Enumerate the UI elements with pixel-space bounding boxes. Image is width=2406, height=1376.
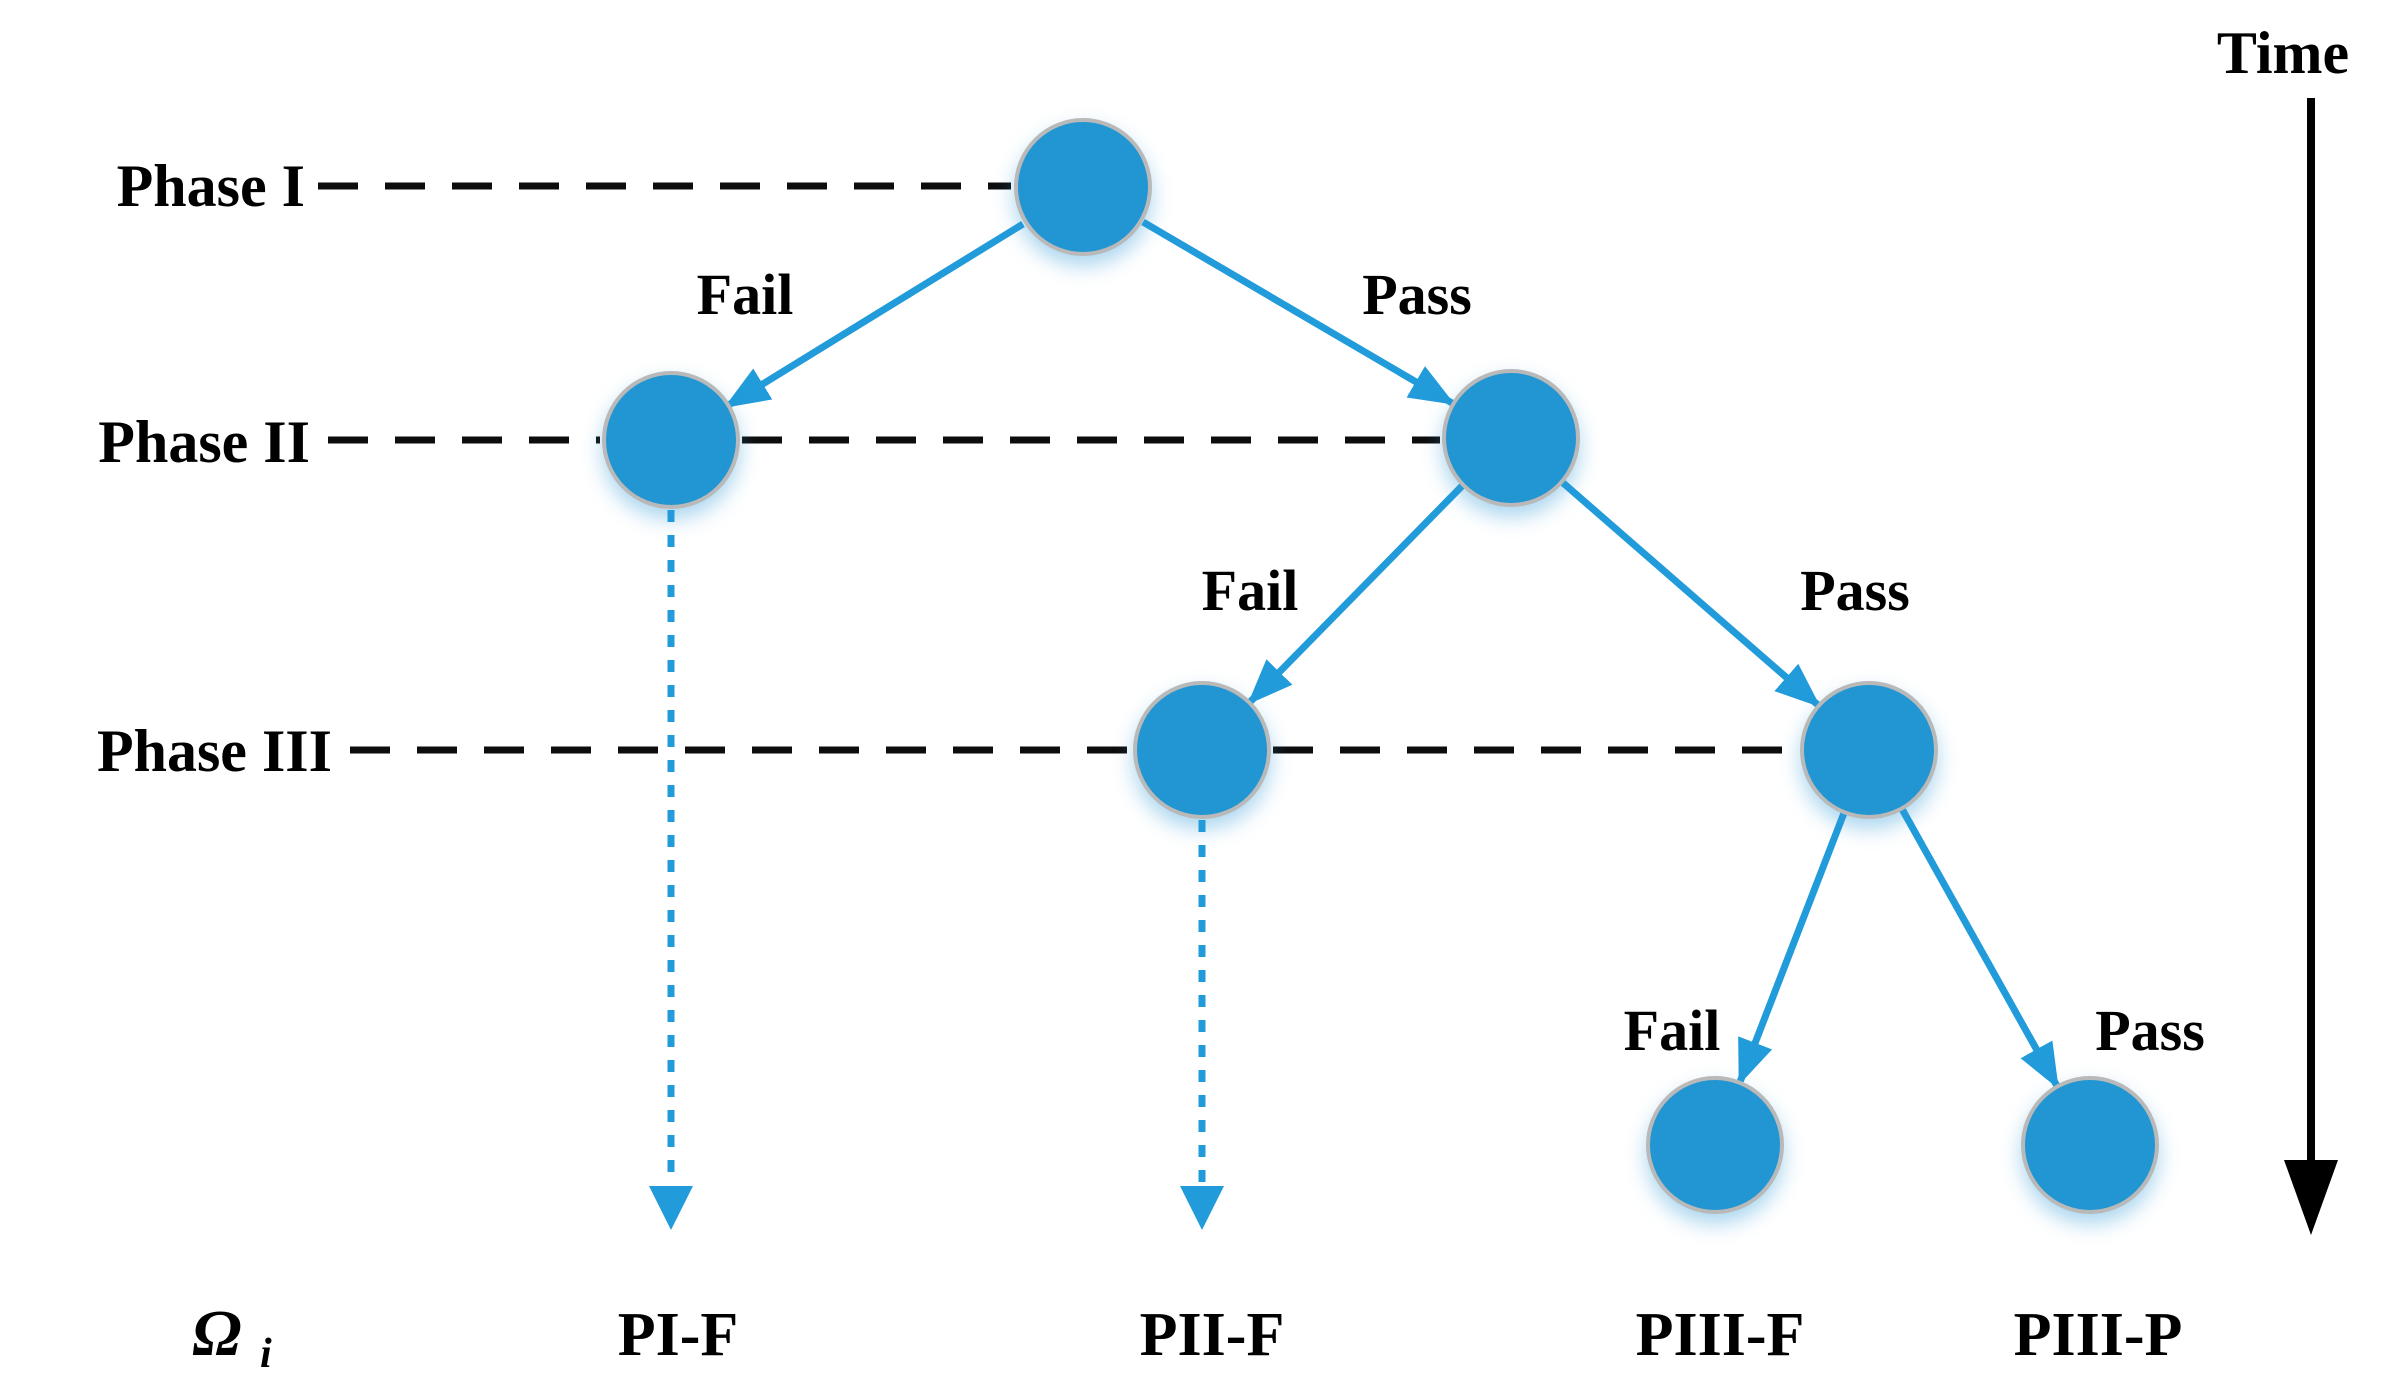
- branch-label-phase3-pass: Pass: [2095, 998, 2205, 1063]
- phase3-pass-node: [1800, 681, 1938, 819]
- phase2-pass-node: [1442, 369, 1580, 507]
- branch-label-phase3-fail: Fail: [1624, 998, 1721, 1063]
- leaf-pass-node: [2021, 1076, 2159, 1214]
- outcome-label-piii-p: PIII-P: [2014, 1301, 2183, 1369]
- time-axis-arrowhead: [2284, 1160, 2338, 1235]
- phase2-fail-node: [602, 371, 740, 509]
- leaf-fail-node: [1646, 1076, 1784, 1214]
- omega-subscript: i: [260, 1331, 272, 1376]
- edge-phase1-fail-arrow: [724, 221, 1025, 409]
- time-axis-label: Time: [2217, 20, 2349, 86]
- phase1-node: [1014, 118, 1152, 256]
- phase2-label: Phase II: [98, 409, 310, 475]
- branch-label-phase2-pass: Pass: [1800, 558, 1910, 623]
- outcome-label-pii-f: PII-F: [1140, 1301, 1285, 1369]
- phase3-label: Phase III: [97, 718, 332, 784]
- phase1-label: Phase I: [117, 153, 305, 219]
- edge-phase1-pass-arrow: [1141, 218, 1456, 407]
- phase3-fail-node: [1133, 681, 1271, 819]
- branch-label-phase1-fail: Fail: [697, 262, 794, 327]
- outcome-label-piii-f: PIII-F: [1636, 1301, 1805, 1369]
- dropout-arrowhead-phase3-fail: [1180, 1186, 1224, 1230]
- outcome-set-symbol: Ω i: [192, 1297, 272, 1376]
- omega-symbol: Ω: [192, 1297, 241, 1370]
- edge-phase2-pass-arrow: [1559, 479, 1821, 708]
- outcome-label-pi-f: PI-F: [618, 1301, 739, 1369]
- edge-phase2-fail-arrow: [1247, 482, 1466, 705]
- edge-phase3-pass-arrow: [1898, 807, 2061, 1090]
- edge-phase3-fail-arrow: [1736, 811, 1848, 1086]
- dropout-arrowhead-phase2-fail: [649, 1186, 693, 1230]
- branch-label-phase2-fail: Fail: [1202, 558, 1299, 623]
- branch-label-phase1-pass: Pass: [1362, 262, 1472, 327]
